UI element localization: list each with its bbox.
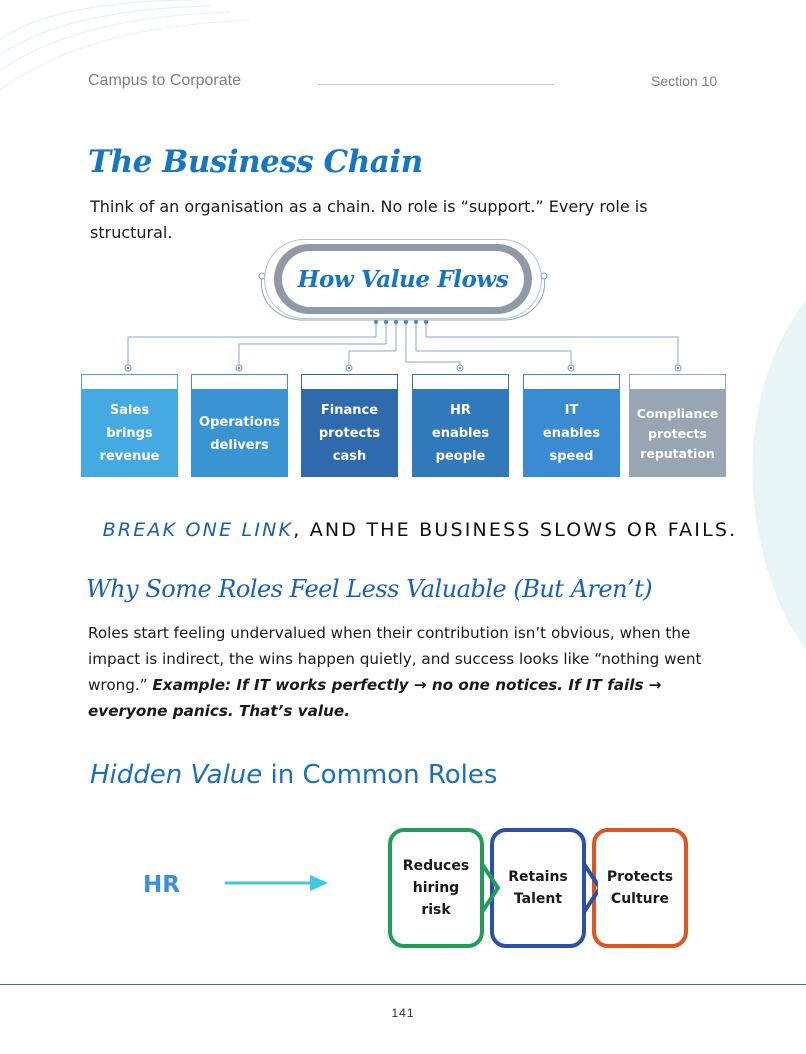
card-text: Operations delivers [191, 390, 288, 477]
business-chain-intro: Think of an organisation as a chain. No … [90, 197, 648, 242]
page-number: 141 [391, 1006, 415, 1020]
footer-divider [0, 984, 806, 985]
header-title: Campus to Corporate [88, 72, 241, 89]
card-text: IT enables speed [523, 390, 620, 477]
role-card-hr: HR enables people [412, 374, 509, 477]
role-label-hr: HR [143, 872, 180, 898]
diagram-title-pill-ring [264, 239, 542, 319]
break-link-emphasis: BREAK ONE LINK [102, 519, 294, 541]
value-box-retains-talent: Retains Talent [490, 828, 586, 948]
business-chain-heading: The Business Chain [88, 144, 423, 180]
why-roles-paragraph: Roles start feeling undervalued when the… [88, 620, 728, 724]
diagram-title-pill-inner: How Value Flows [282, 251, 524, 307]
break-link-statement: BREAK ONE LINK, AND THE BUSINESS SLOWS O… [92, 516, 748, 544]
header-divider [318, 84, 554, 85]
card-text: Compliance protects reputation [629, 390, 726, 477]
card-tab [523, 374, 620, 390]
why-roles-heading: Why Some Roles Feel Less Valuable (But A… [86, 575, 653, 603]
card-text: Finance protects cash [301, 390, 398, 477]
why-roles-body: Roles start feeling undervalued when the… [88, 624, 702, 694]
role-card-finance: Finance protects cash [301, 374, 398, 477]
card-tab [301, 374, 398, 390]
hidden-value-emphasis: Hidden Value [90, 760, 263, 790]
role-card-it: IT enables speed [523, 374, 620, 477]
role-card-compliance: Compliance protects reputation [629, 374, 726, 477]
card-text: Sales brings revenue [81, 390, 178, 477]
value-box-reduces-risk: Reduces hiring risk [388, 828, 484, 948]
hidden-value-title-rest: in Common Roles [262, 760, 498, 790]
card-tab [81, 374, 178, 390]
card-tab [412, 374, 509, 390]
card-tab [191, 374, 288, 390]
header-section: Section 10 [651, 73, 718, 89]
card-tab [629, 374, 726, 390]
role-card-sales: Sales brings revenue [81, 374, 178, 477]
hidden-value-heading: Hidden Value in Common Roles [90, 760, 497, 790]
card-text: HR enables people [412, 390, 509, 477]
chevron-connectors [480, 862, 598, 914]
why-roles-example: Example: If IT works perfectly → no one … [88, 676, 662, 720]
diagram-title: How Value Flows [297, 265, 509, 293]
break-link-rest: , AND THE BUSINESS SLOWS OR FAILS. [293, 519, 738, 541]
arrow-right-icon [224, 875, 328, 891]
role-card-operations: Operations delivers [191, 374, 288, 477]
value-box-protects-culture: Protects Culture [592, 828, 688, 948]
